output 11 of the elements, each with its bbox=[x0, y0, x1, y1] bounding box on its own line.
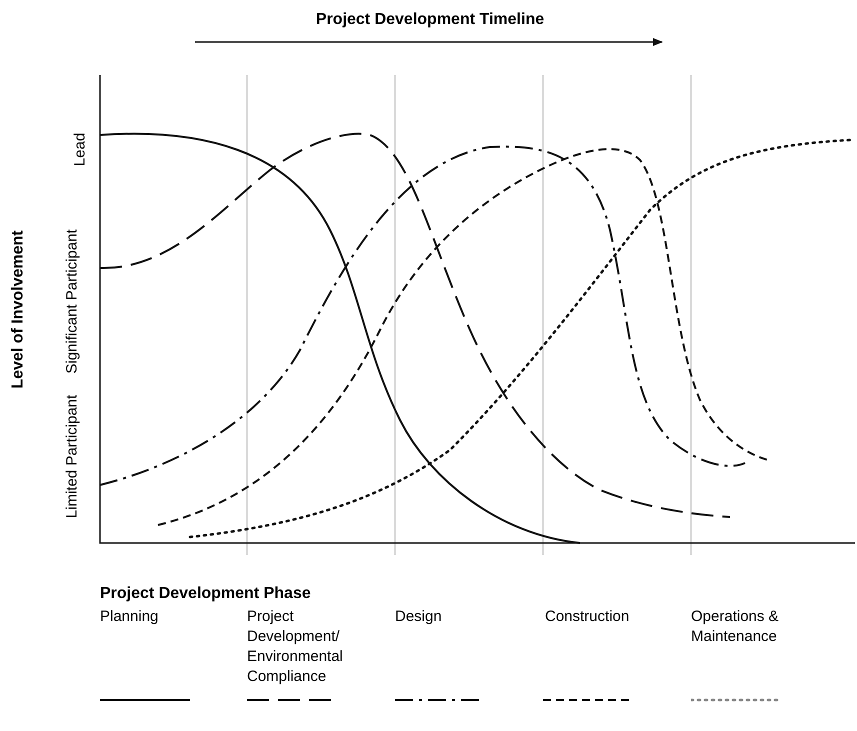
phase-label: Planning bbox=[100, 607, 160, 627]
phase-label: Construction bbox=[545, 607, 630, 627]
axis-tick-label: Limited Participant bbox=[64, 394, 80, 520]
phase-label: Project Development/ Environmental Compliance bbox=[247, 607, 344, 687]
phase-label: Design bbox=[395, 607, 443, 627]
axis-title: Level of Involvement bbox=[10, 229, 26, 391]
axis-tick-label: Lead bbox=[72, 132, 88, 168]
axis-tick-label: Significant Participant bbox=[64, 228, 80, 376]
phase-label: Operations & Maintenance bbox=[691, 607, 780, 647]
section-heading: Project Development Phase bbox=[100, 584, 311, 604]
timeline-title: Project Development Timeline bbox=[314, 10, 546, 30]
